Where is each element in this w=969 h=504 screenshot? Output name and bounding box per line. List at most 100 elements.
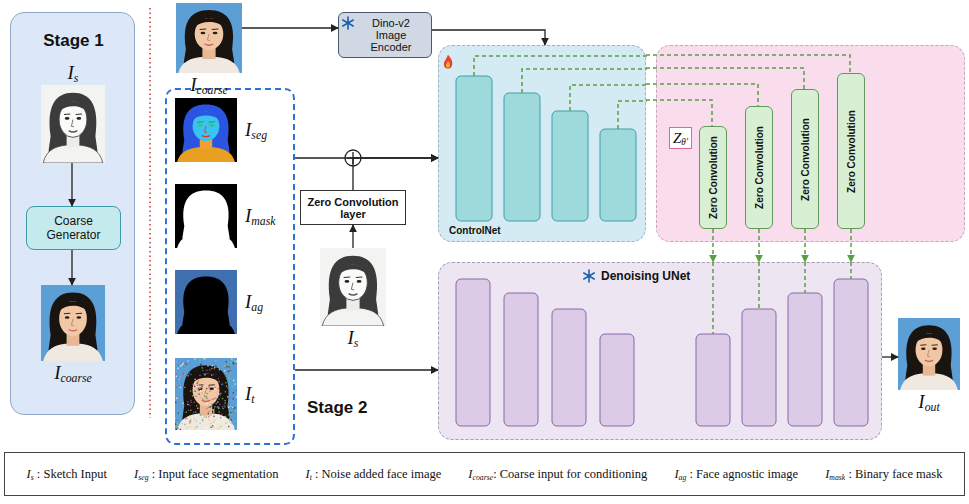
unet-panel: Denoising UNet — [438, 262, 882, 440]
face-illustration — [898, 318, 960, 390]
mask-image: Imask — [175, 184, 276, 248]
subscript: coarse — [473, 472, 494, 481]
unet-block — [834, 279, 868, 426]
math-symbol: Zθ′ — [673, 130, 688, 146]
sketch-image: Is — [320, 248, 386, 350]
node-label: Stage 1 — [11, 31, 136, 51]
encoder-box: Dino-v2 Image Encoder — [338, 12, 432, 58]
encoder-block — [552, 111, 588, 221]
zero-conv-box: Zero Convolution — [699, 126, 727, 229]
controlnet-panel: ControlNet — [438, 45, 646, 242]
encoder-block — [504, 93, 540, 221]
node-label: Zero Convolution — [800, 118, 811, 201]
frozen-icon — [584, 270, 594, 282]
skip-line — [474, 56, 647, 76]
encoder-block — [600, 129, 636, 221]
subscript: ag — [251, 301, 263, 314]
subscript: out — [925, 401, 940, 414]
node-label: Imask — [245, 204, 276, 228]
stage-divider — [149, 8, 151, 418]
math-symbol: It — [305, 467, 311, 481]
math-symbol: Iseg — [134, 467, 149, 481]
node-label: Imask : Binary face mask — [825, 467, 942, 482]
math-symbol: Icoarse — [190, 74, 228, 95]
math-symbol: Icoarse — [468, 467, 493, 481]
unet-block — [504, 293, 538, 426]
noisy-image: It — [175, 358, 255, 430]
output-face-image: Iout — [898, 318, 960, 414]
node-label: Dino-v2 Image Encoder — [356, 17, 426, 53]
flow-arrow — [353, 158, 438, 190]
unet-block — [696, 334, 730, 426]
segmentation-image: Iseg — [175, 98, 267, 162]
skip-line — [570, 85, 647, 111]
skip-line — [804, 262, 806, 293]
subscript: θ′ — [681, 137, 688, 147]
face-illustration — [175, 270, 237, 334]
skip-line — [712, 262, 714, 334]
node-label: Is : Sketch Input — [27, 467, 107, 482]
subscript: t — [310, 472, 312, 481]
coarse-face-image: Icoarse — [176, 3, 242, 97]
subscript: seg — [138, 472, 148, 481]
subscript: coarse — [60, 372, 91, 385]
stage-panel: Stage 1 IsCoarse GeneratorIcoarse — [10, 12, 135, 415]
unet-block — [788, 293, 822, 426]
unet-block — [456, 279, 490, 426]
node-label: Iseg — [245, 118, 267, 142]
label-holder: Zθ′ — [669, 127, 692, 149]
flow-arrow — [242, 27, 338, 28]
flow-arrow — [432, 30, 545, 45]
face-illustration — [41, 85, 105, 163]
subscript: s — [74, 72, 79, 85]
input-group: Stage 2IsegImaskIagIt — [165, 88, 295, 445]
label-holder: Stage 2 — [307, 398, 367, 418]
node-label: Zero Convolution — [754, 126, 765, 209]
unet-block — [600, 334, 634, 426]
unet-block — [552, 309, 586, 426]
subscript: coarse — [196, 84, 227, 97]
subscript: ag — [679, 472, 687, 481]
node-label: Zero Convolution layer — [306, 196, 400, 220]
math-symbol: Iag — [674, 467, 686, 481]
legend-box: Is : Sketch Input Iseg : Input face segme… — [4, 452, 965, 496]
subscript: t — [251, 393, 254, 406]
subscript: seg — [251, 129, 267, 142]
math-symbol: Is — [27, 467, 34, 481]
encoder-block — [456, 76, 492, 221]
panel-illustration — [339, 13, 355, 29]
frozen-icon — [343, 17, 353, 29]
generator-box: Coarse Generator — [26, 206, 121, 250]
subscript: s — [354, 337, 359, 350]
zero-conv-panel: Zθ′ Zero Convolution Zero Convolution Zero … — [656, 45, 965, 242]
node-label: Is — [348, 326, 359, 350]
unet-block — [742, 309, 776, 426]
node-label: Stage 2 — [307, 398, 367, 418]
face-illustration — [320, 248, 386, 326]
zero-conv-box: Zero Convolution — [837, 73, 865, 229]
label-holder: Denoising UNet — [601, 269, 690, 283]
node-label: It — [245, 382, 255, 406]
face-illustration — [175, 98, 237, 162]
node-label: Iag — [245, 290, 263, 314]
node-label: Icoarse — [54, 361, 92, 385]
math-symbol: Imask — [825, 467, 845, 481]
flow-arrow — [295, 369, 438, 370]
subscript: mask — [829, 472, 845, 481]
math-symbol: It — [245, 383, 255, 404]
node-label: It : Noise added face image — [305, 467, 441, 482]
node-label: Zero Convolution — [846, 110, 857, 193]
flow-arrow — [295, 157, 438, 158]
node-label: Zero Convolution — [708, 136, 719, 219]
sketch-image: Is — [41, 61, 105, 163]
agnostic-image: Iag — [175, 270, 263, 334]
node-label: ControlNet — [449, 225, 501, 236]
node-label: Denoising UNet — [601, 269, 690, 283]
face-illustration — [41, 285, 105, 361]
node-label: Zθ′ — [669, 127, 692, 149]
node-label: Iag : Face agnostic image — [674, 467, 798, 482]
flow-arrow — [882, 356, 898, 357]
face-illustration — [176, 3, 242, 73]
node-label: Iseg : Input face segmentation — [134, 467, 278, 482]
